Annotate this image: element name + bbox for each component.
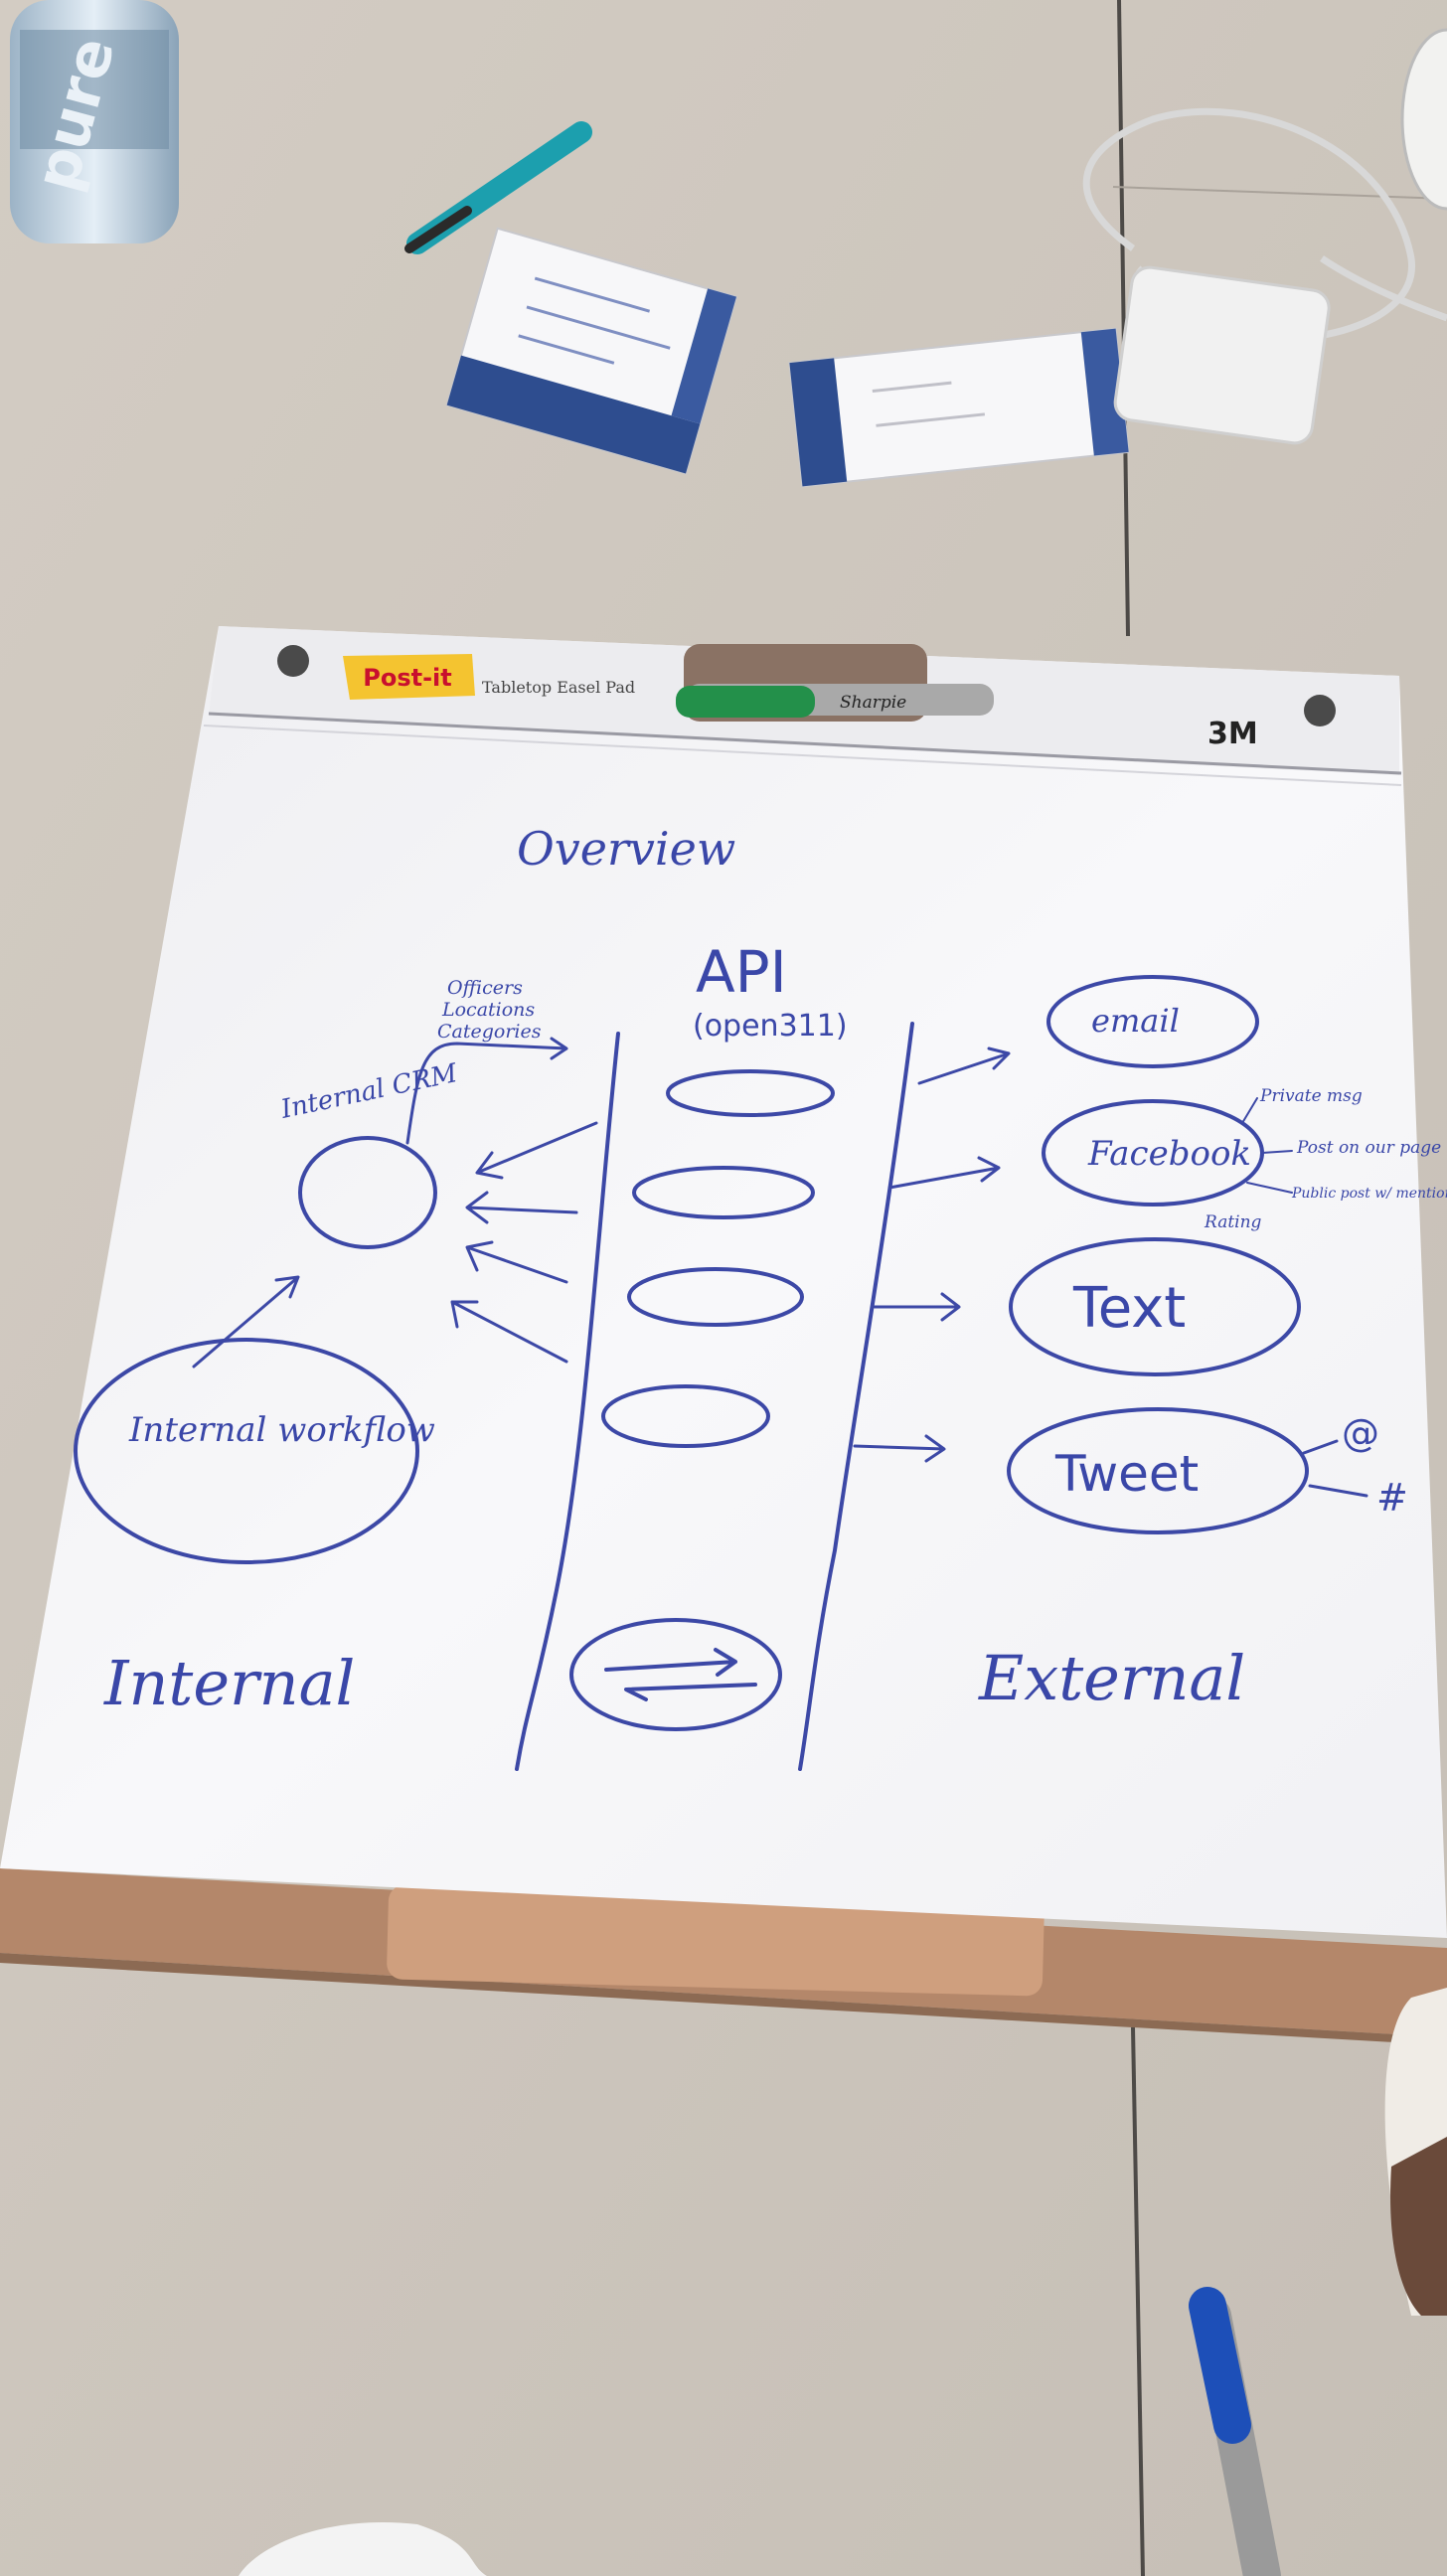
pad-hole	[277, 645, 309, 677]
whiteboard-diagram: Overview API (open311) Internal CRM Offi…	[74, 822, 1447, 1771]
facebook-note: Public post w/ mention	[1291, 1186, 1447, 1202]
table-seam	[1117, 0, 1130, 637]
api-endpoint-oval	[666, 1069, 835, 1117]
teal-pen	[404, 121, 592, 254]
external-channel-email	[1046, 975, 1259, 1068]
external-side-label: External	[978, 1642, 1245, 1714]
api-sync-oval	[569, 1618, 782, 1731]
channel-label: Facebook	[1087, 1134, 1251, 1174]
facebook-note: Private msg	[1259, 1086, 1363, 1106]
laptop-charger	[1082, 107, 1447, 445]
api-pipe-left-edge	[515, 1032, 620, 1771]
pad-hole	[1304, 695, 1336, 726]
api-endpoint-oval	[627, 1267, 804, 1327]
pad-name: Tabletop Easel Pad	[482, 678, 635, 697]
channel-label: email	[1091, 1002, 1180, 1040]
diagram-title: Overview	[517, 822, 735, 876]
clipboard	[0, 1868, 1447, 2045]
channel-label: Text	[1072, 1276, 1186, 1341]
postit-logo-text: Post-it	[363, 664, 452, 692]
blue-sharpie	[1189, 2287, 1281, 2576]
internal-workflow-label: Internal workflow	[128, 1410, 435, 1450]
marker-brand: Sharpie	[840, 693, 906, 713]
internal-side-label: Internal	[103, 1647, 355, 1719]
api-endpoint-oval	[601, 1384, 770, 1448]
api-label: API	[696, 938, 787, 1006]
api-endpoint-oval	[632, 1166, 815, 1219]
facebook-note: Post on our page	[1296, 1138, 1441, 1158]
easel-pad: Post-it Tabletop Easel Pad 3M Sharpie	[0, 626, 1447, 1938]
crm-note: Categories	[437, 1021, 542, 1043]
api-sync-arrows	[604, 1648, 757, 1701]
internal-crm-circle	[298, 1136, 437, 1249]
api-pipe-right-edge	[798, 1022, 914, 1771]
sticky-note-pad	[445, 227, 738, 475]
external-channel-text	[1009, 1237, 1301, 1376]
maker-logo: 3M	[1207, 717, 1258, 751]
api-sublabel: (open311)	[693, 1009, 848, 1044]
sharpie-marker: Sharpie	[676, 684, 994, 718]
cup	[1400, 28, 1447, 211]
postit-logo: Post-it	[343, 654, 475, 700]
crm-note: Officers	[447, 977, 523, 999]
facebook-note: Rating	[1204, 1212, 1262, 1232]
sticky-note-pad	[788, 327, 1130, 488]
channel-label: Tweet	[1054, 1445, 1199, 1503]
napkin	[239, 2522, 487, 2576]
water-bottle: pure	[10, 0, 179, 243]
table-seam	[1112, 186, 1447, 200]
crm-note: Locations	[441, 999, 535, 1021]
coffee-cup	[1384, 1988, 1447, 2316]
table-seam	[1131, 2026, 1145, 2576]
tweet-note: @	[1342, 1411, 1379, 1455]
clipboard-handle	[387, 1884, 1045, 1997]
external-channel-tweet	[1007, 1407, 1309, 1534]
tweet-note: #	[1376, 1476, 1408, 1520]
internal-workflow-circle	[74, 1338, 419, 1564]
